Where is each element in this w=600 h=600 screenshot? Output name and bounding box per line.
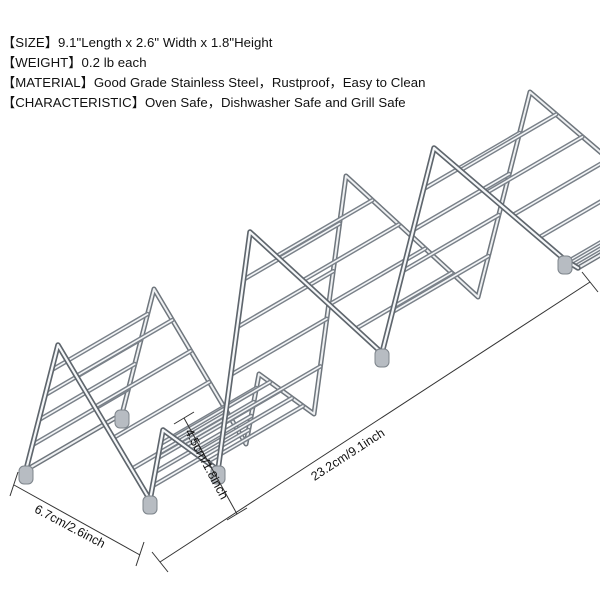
rack-rod [536,199,600,240]
rack-back-wire-highlight [121,91,600,445]
rack-rod-highlight [223,365,322,424]
rack-rod-highlight [236,270,335,329]
height-dimension [173,411,248,521]
width-dimension-tick-right [135,541,145,567]
width-dimension-line [13,484,141,556]
length-dimension-label: 23.2cm/9.1inch [308,426,387,484]
rack-rod-highlight [511,163,600,216]
rack-rod-highlight [94,350,192,408]
spec-size: 【SIZE】9.1"Length x 2.6" Width x 1.8"Heig… [2,35,273,50]
rack-rod-highlight [75,319,174,377]
rack-rod-highlight [242,222,341,281]
rack-rod-highlight [328,247,427,306]
rack-rod-highlight [154,415,252,473]
rack-foot [210,465,226,485]
rack-foot [142,495,158,515]
rack-foot [374,348,390,368]
rack-foot [18,465,34,485]
width-dimension-label: 6.7cm/2.6inch [32,502,107,551]
rack-foot [557,255,573,275]
length-dimension-line [159,281,591,563]
rack-rod-highlight [112,381,210,439]
length-dimension-tick-left [151,551,169,573]
rack-rod-highlight [412,173,511,231]
rack-end-frame-highlight [577,254,600,269]
spec-list: 【SIZE】9.1"Length x 2.6" Width x 1.8"Heig… [2,33,425,113]
rack-rod-highlight [195,397,293,455]
rack-rod-highlight [566,241,600,263]
height-dimension-tick-top [173,411,195,425]
rack-rod-highlight [571,248,600,266]
rack-feet [18,255,573,515]
rack-rod-highlight [574,251,600,268]
spec-weight: 【WEIGHT】0.2 lb each [2,55,147,70]
rack-rod-highlight [230,317,328,376]
rack-rod-highlight [569,244,600,265]
rack-rod-highlight [459,113,558,172]
width-dimension-tick-left [9,471,19,497]
rack-rod-highlight [275,199,374,258]
rack-foot [114,409,130,429]
taco-rack [23,89,600,503]
length-dimension-tick-right [581,271,599,293]
rack-rod-highlight [391,255,490,313]
rack-rod-highlight [157,401,255,459]
spec-characteristic: 【CHARACTERISTIC】Oven Safe，Dishwasher Saf… [2,95,406,110]
height-dimension-tick-bottom [226,507,248,521]
spec-material: 【MATERIAL】Good Grade Stainless Steel，Rus… [2,75,426,90]
rack-rod-highlight [422,132,521,190]
rack-rod-highlight [537,200,600,239]
rack-front-wire-highlight [24,146,580,502]
height-dimension-line [183,417,238,515]
rack-rod-highlight [301,223,400,282]
rack-rod-highlight [401,214,500,272]
width-dimension [9,471,145,567]
rack-rod-highlight [485,136,584,194]
length-dimension [151,271,599,573]
rack-rod-highlight [354,271,453,330]
